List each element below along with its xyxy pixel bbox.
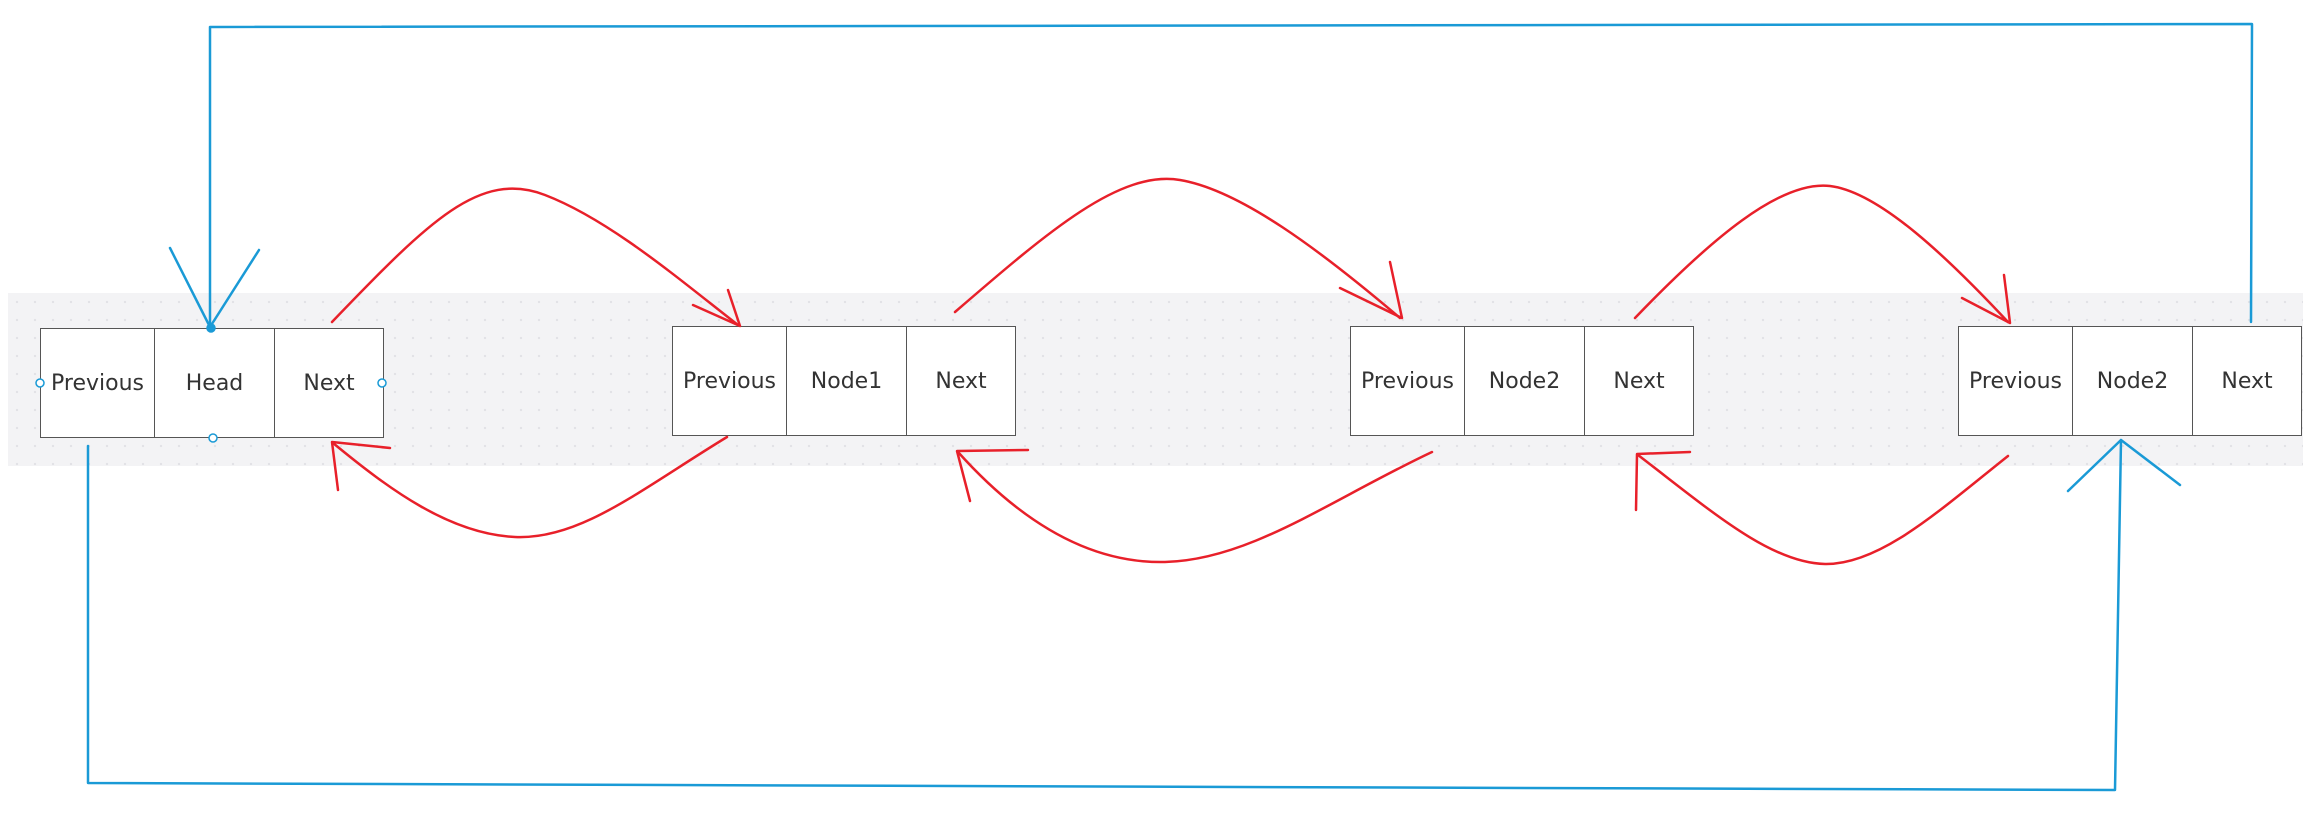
next-field: Next: [935, 368, 987, 394]
value-field: Node2: [1465, 327, 1585, 435]
backward-arc-node2-to-node1: [956, 450, 1434, 564]
value-field: Node1: [787, 327, 907, 435]
circular-link-head-to-tail: [86, 438, 2123, 792]
previous-field: Previous: [1959, 327, 2073, 435]
next-field: Next: [303, 370, 355, 396]
value-field: Node2: [2073, 327, 2193, 435]
previous-field: Previous: [1351, 327, 1465, 435]
previous-field: Previous: [41, 329, 155, 437]
node-node2[interactable]: Previous Node2 Next: [1350, 326, 1694, 436]
circular-link-tail-to-head: [208, 22, 2254, 327]
next-field: Next: [2221, 368, 2273, 394]
node-node1[interactable]: Previous Node1 Next: [672, 326, 1016, 436]
node-node3[interactable]: Previous Node2 Next: [1958, 326, 2302, 436]
value-field: Head: [155, 329, 275, 437]
previous-field: Previous: [673, 327, 787, 435]
node-head[interactable]: Previous Head Next: [40, 328, 384, 438]
next-field: Next: [1613, 368, 1665, 394]
backward-arc-node3-to-node2: [1636, 453, 2010, 566]
